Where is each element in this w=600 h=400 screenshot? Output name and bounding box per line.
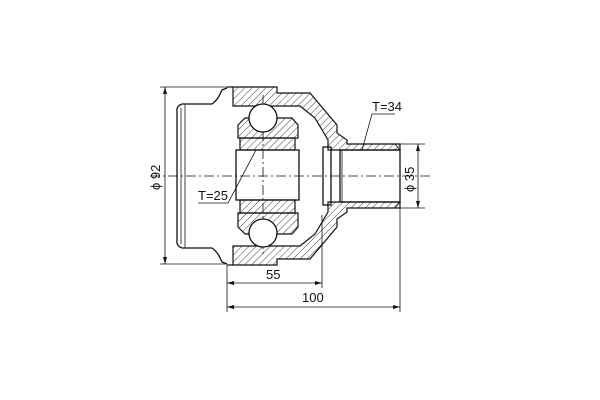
leader-outer-teeth — [361, 113, 395, 151]
dimension-outer-diameter — [160, 86, 227, 265]
leader-inner-teeth — [198, 149, 257, 204]
dimension-length-55 — [226, 215, 323, 312]
dimension-length-100 — [227, 208, 401, 312]
inner-race-top — [239, 137, 296, 151]
label-length-100: 100 — [302, 290, 324, 305]
label-inner-teeth: T=25 — [198, 188, 228, 203]
label-outer-diameter: ϕ 92 — [148, 165, 163, 190]
dimension-shaft-diameter — [400, 143, 425, 209]
shaft-stub — [322, 143, 401, 209]
ball-top — [248, 103, 278, 133]
inner-race-bottom — [239, 199, 296, 214]
label-length-55: 55 — [266, 267, 280, 282]
inner-bore — [235, 149, 300, 201]
boot — [176, 87, 228, 265]
label-shaft-diameter: ϕ 35 — [402, 167, 417, 192]
label-outer-teeth: T=34 — [372, 99, 402, 114]
ball-bottom — [248, 218, 278, 248]
